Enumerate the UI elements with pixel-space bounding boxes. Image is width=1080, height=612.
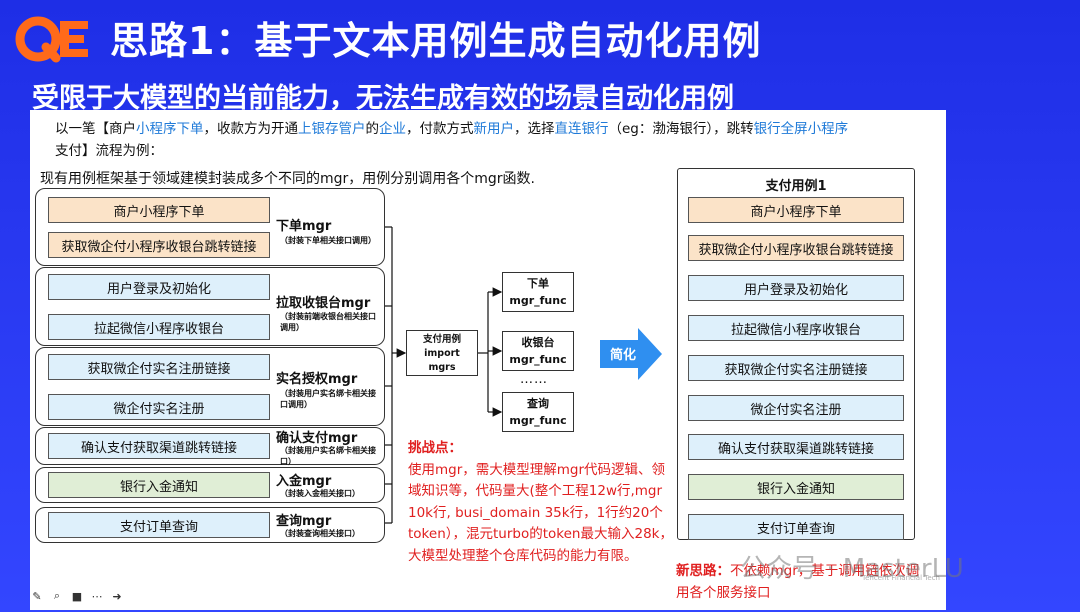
mgr-group-cashier: 用户登录及初始化 拉起微信小程序收银台 拉取收银台mgr （封装前端收银台相关接…	[35, 267, 385, 346]
new-idea-body: 不依赖mgr，基于调用链依次调用各个服务接口	[676, 563, 920, 601]
intro-text: 以一笔【商户小程序下单，收款方为开通上银存管户的企业，付款方式新用户，选择直连银…	[55, 121, 849, 159]
new-idea-title: 新思路：	[676, 563, 730, 579]
step-box: 支付订单查询	[48, 512, 270, 538]
func-box-order: 下单 mgr_func	[502, 272, 574, 312]
mgr-group-deposit: 银行入金通知 入金mgr （封装入金相关接口）	[35, 467, 385, 503]
mgr-name: 查询mgr	[276, 514, 332, 529]
center-line-3: mgrs	[428, 362, 456, 373]
presentation-toolbar: ✎ ⌕ ■ ⋯ ➜	[30, 588, 124, 604]
step-box: 拉起微信小程序收银台	[48, 314, 270, 340]
search-icon[interactable]: ⌕	[53, 589, 61, 602]
func-name: mgr_func	[509, 414, 567, 427]
func-title: 下单	[527, 277, 549, 290]
right-step-box: 拉起微信小程序收银台	[688, 315, 904, 341]
mgr-name: 实名授权mgr	[276, 372, 358, 387]
center-line-2: import	[424, 348, 460, 359]
func-name: mgr_func	[509, 353, 567, 366]
right-step-box: 获取微企付实名注册链接	[688, 355, 904, 381]
func-name: mgr_func	[509, 294, 567, 307]
step-box: 微企付实名注册	[48, 394, 270, 420]
slide-title: 思路1：基于文本用例生成自动化用例	[110, 19, 762, 63]
func-title: 查询	[527, 397, 549, 410]
func-box-query: 查询 mgr_func	[502, 392, 574, 432]
right-step-box: 商户小程序下单	[688, 197, 904, 223]
right-step-box: 银行入金通知	[688, 474, 904, 500]
mgr-name: 确认支付mgr	[276, 431, 358, 446]
mgr-group-order: 商户小程序下单 获取微企付小程序收银台跳转链接 下单mgr （封装下单相关接口调…	[35, 188, 385, 266]
right-step-box: 支付订单查询	[688, 514, 904, 540]
simplify-label: 简化	[610, 348, 637, 363]
right-step-box: 用户登录及初始化	[688, 275, 904, 301]
mgr-group-realname: 获取微企付实名注册链接 微企付实名注册 实名授权mgr （封装用户实名绑卡相关接…	[35, 347, 385, 426]
mgr-note: （封装用户实名绑卡相关接口调用）	[280, 389, 376, 409]
challenge-body: 使用mgr，需大模型理解mgr代码逻辑、领域知识等，代码量大(整个工程12w行,…	[408, 461, 673, 564]
mgr-note: （封装查询相关接口）	[280, 529, 360, 538]
mgr-note: （封装下单相关接口调用）	[280, 236, 376, 245]
mgr-group-query: 支付订单查询 查询mgr （封装查询相关接口）	[35, 507, 385, 543]
right-step-box: 获取微企付小程序收银台跳转链接	[688, 235, 904, 261]
content-panel: 以一笔【商户小程序下单，收款方为开通上银存管户的企业，付款方式新用户，选择直连银…	[30, 110, 946, 610]
mgr-group-confirm: 确认支付获取渠道跳转链接 确认支付mgr （封装用户实名绑卡相关接口）	[35, 427, 385, 466]
connector-lines	[385, 226, 503, 524]
center-line-1: 支付用例	[422, 334, 461, 345]
slide-subtitle: 受限于大模型的当前能力，无法生成有效的场景自动化用例	[32, 83, 734, 114]
more-icon[interactable]: ⋯	[91, 589, 103, 603]
watermark-subtext: Tencent Financial Tech	[862, 574, 940, 582]
new-idea-text: 新思路：不依赖mgr，基于调用链依次调用各个服务接口	[676, 560, 926, 604]
func-box-cashier: 收银台 mgr_func	[502, 331, 574, 371]
func-title: 收银台	[521, 336, 555, 349]
mgr-note: （封装入金相关接口）	[280, 489, 360, 498]
pen-icon[interactable]: ✎	[32, 589, 42, 603]
step-box: 银行入金通知	[48, 472, 270, 498]
right-step-box: 微企付实名注册	[688, 395, 904, 421]
mgr-name: 入金mgr	[276, 474, 332, 489]
mgr-note: （封装用户实名绑卡相关接口）	[280, 446, 376, 466]
mgr-name: 拉取收银台mgr	[276, 296, 371, 311]
watermark: 公众号 · MasterLU	[740, 554, 964, 584]
step-box: 商户小程序下单	[48, 197, 270, 223]
camera-icon[interactable]: ■	[71, 589, 83, 603]
mgr-name: 下单mgr	[276, 219, 332, 234]
challenge-text: 挑战点： 使用mgr，需大模型理解mgr代码逻辑、领域知识等，代码量大(整个工程…	[408, 438, 678, 567]
simplify-arrow-icon	[600, 328, 662, 380]
step-box: 获取微企付小程序收银台跳转链接	[48, 232, 270, 258]
step-box: 用户登录及初始化	[48, 274, 270, 300]
payment-case-1-group: 支付用例1 商户小程序下单 获取微企付小程序收银台跳转链接 用户登录及初始化 拉…	[677, 168, 915, 540]
intro-line-2: 现有用例框架基于领域建模封装成多个不同的mgr，用例分别调用各个mgr函数.	[40, 171, 536, 187]
qe-logo	[15, 16, 88, 63]
step-box: 确认支付获取渠道跳转链接	[48, 433, 270, 459]
next-arrow-icon[interactable]: ➜	[112, 589, 122, 603]
func-ellipsis: ……	[520, 372, 548, 387]
right-step-box: 确认支付获取渠道跳转链接	[688, 434, 904, 460]
challenge-title: 挑战点：	[408, 440, 462, 456]
step-box: 获取微企付实名注册链接	[48, 354, 270, 380]
mgr-note: （封装前端收银台相关接口调用）	[280, 312, 376, 332]
payment-case-import-box: 支付用例 import mgrs	[406, 330, 478, 376]
payment-case-1-title: 支付用例1	[765, 179, 827, 194]
